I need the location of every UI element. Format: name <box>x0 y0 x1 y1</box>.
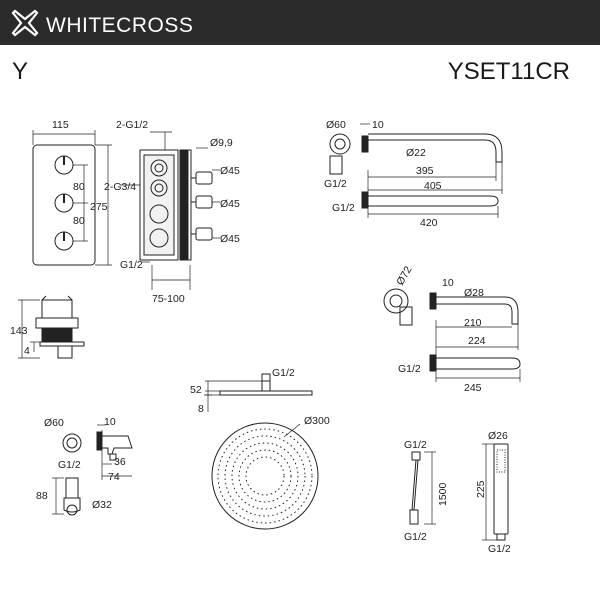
handshower-thread-label: G1/2 <box>488 543 511 555</box>
holder-dia-label: Ø32 <box>92 499 112 511</box>
brand-name: WHITECROSS <box>46 13 194 37</box>
arm-reach1-label: 395 <box>416 165 434 177</box>
mixer-handle1-label: Ø45 <box>220 165 240 177</box>
mixer-dimension-lines <box>32 130 112 266</box>
mixer-body-dimension-lines <box>120 131 220 290</box>
spout-thread-label: G1/2 <box>398 363 421 375</box>
head-thickness-label: 8 <box>198 403 204 415</box>
mixer-height-label: 275 <box>90 201 108 213</box>
mixer-front-plate <box>32 144 96 266</box>
shower-arm <box>329 133 503 209</box>
mixer-stem-label: Ø9,9 <box>210 137 233 149</box>
shower-hose <box>409 451 421 525</box>
brand-logo: WHITECROSS <box>10 8 193 43</box>
head-thread-label: G1/2 <box>272 367 295 379</box>
series-letter: Y <box>12 58 29 85</box>
dimension-labels: 115 80 80 275 2-G1/2 2-G3/4 Ø9,9 Ø45 Ø45… <box>10 119 511 555</box>
hose-thread-bottom-label: G1/2 <box>404 531 427 543</box>
head-diameter-label: Ø300 <box>304 415 330 427</box>
wall-outlet-elbow <box>62 431 133 461</box>
mixer-pitch2-label: 80 <box>73 215 85 227</box>
model-code: YSET11CR <box>447 58 570 85</box>
arm-flange-label: Ø60 <box>326 119 346 131</box>
mixer-width-label: 115 <box>52 119 69 131</box>
handshower-holder <box>63 477 81 516</box>
arm-flange-depth-label: 10 <box>372 119 384 131</box>
arm-dimension-lines <box>360 123 503 218</box>
arm-reach3-label: 420 <box>420 217 438 229</box>
box-dimension-lines <box>18 299 40 359</box>
box-height-label: 143 <box>10 325 28 337</box>
hose-dimension-lines <box>424 451 436 525</box>
handshower-dimension-lines <box>482 443 497 541</box>
mixer-handle3-label: Ø45 <box>220 233 240 245</box>
mixer-valve-body <box>139 149 213 261</box>
elbow-d1-label: 36 <box>114 456 126 468</box>
elbow-flange-label: Ø60 <box>44 417 64 429</box>
box-offset-label: 4 <box>24 345 30 357</box>
mixer-pitch1-label: 80 <box>73 181 85 193</box>
arm-thread2-label: G1/2 <box>332 202 355 214</box>
holder-height-label: 88 <box>36 490 48 502</box>
elbow-thread-label: G1/2 <box>58 459 81 471</box>
cross-x-logo-icon <box>10 8 40 43</box>
install-box-side <box>35 295 85 359</box>
header-bar: WHITECROSS <box>0 0 600 45</box>
hose-thread-top-label: G1/2 <box>404 439 427 451</box>
elbow-d2-label: 74 <box>108 471 120 483</box>
elbow-dimension-lines <box>97 424 132 480</box>
mixer-depth-label: 75-100 <box>152 293 185 305</box>
shower-head-side <box>219 373 313 396</box>
mixer-outlet-label: G1/2 <box>120 259 143 271</box>
shower-head-top <box>211 422 319 530</box>
spout-reach2-label: 224 <box>468 335 486 347</box>
handshower <box>493 443 509 541</box>
bath-spout <box>383 288 521 372</box>
arm-reach2-label: 405 <box>424 180 442 192</box>
spout-reach1-label: 210 <box>464 317 482 329</box>
mixer-handle2-label: Ø45 <box>220 198 240 210</box>
arm-thread1-label: G1/2 <box>324 178 347 190</box>
spout-dimension-lines <box>435 320 521 382</box>
spout-reach3-label: 245 <box>464 382 482 394</box>
mixer-inlet-side-label: 2-G3/4 <box>104 181 136 193</box>
hose-length-label: 1500 <box>437 482 449 506</box>
elbow-depth-label: 10 <box>104 416 116 428</box>
handshower-diameter-label: Ø26 <box>488 430 508 442</box>
arm-tube-label: Ø22 <box>406 147 426 159</box>
head-height-label: 52 <box>190 384 202 396</box>
spout-flange-depth-label: 10 <box>442 277 454 289</box>
spout-tube-label: Ø28 <box>464 287 484 299</box>
spout-flange-label: Ø72 <box>394 264 414 287</box>
head-side-dimension-lines <box>204 380 262 412</box>
handshower-length-label: 225 <box>475 480 487 498</box>
holder-dimension-lines <box>52 477 64 515</box>
mixer-inlet-top-label: 2-G1/2 <box>116 119 148 131</box>
